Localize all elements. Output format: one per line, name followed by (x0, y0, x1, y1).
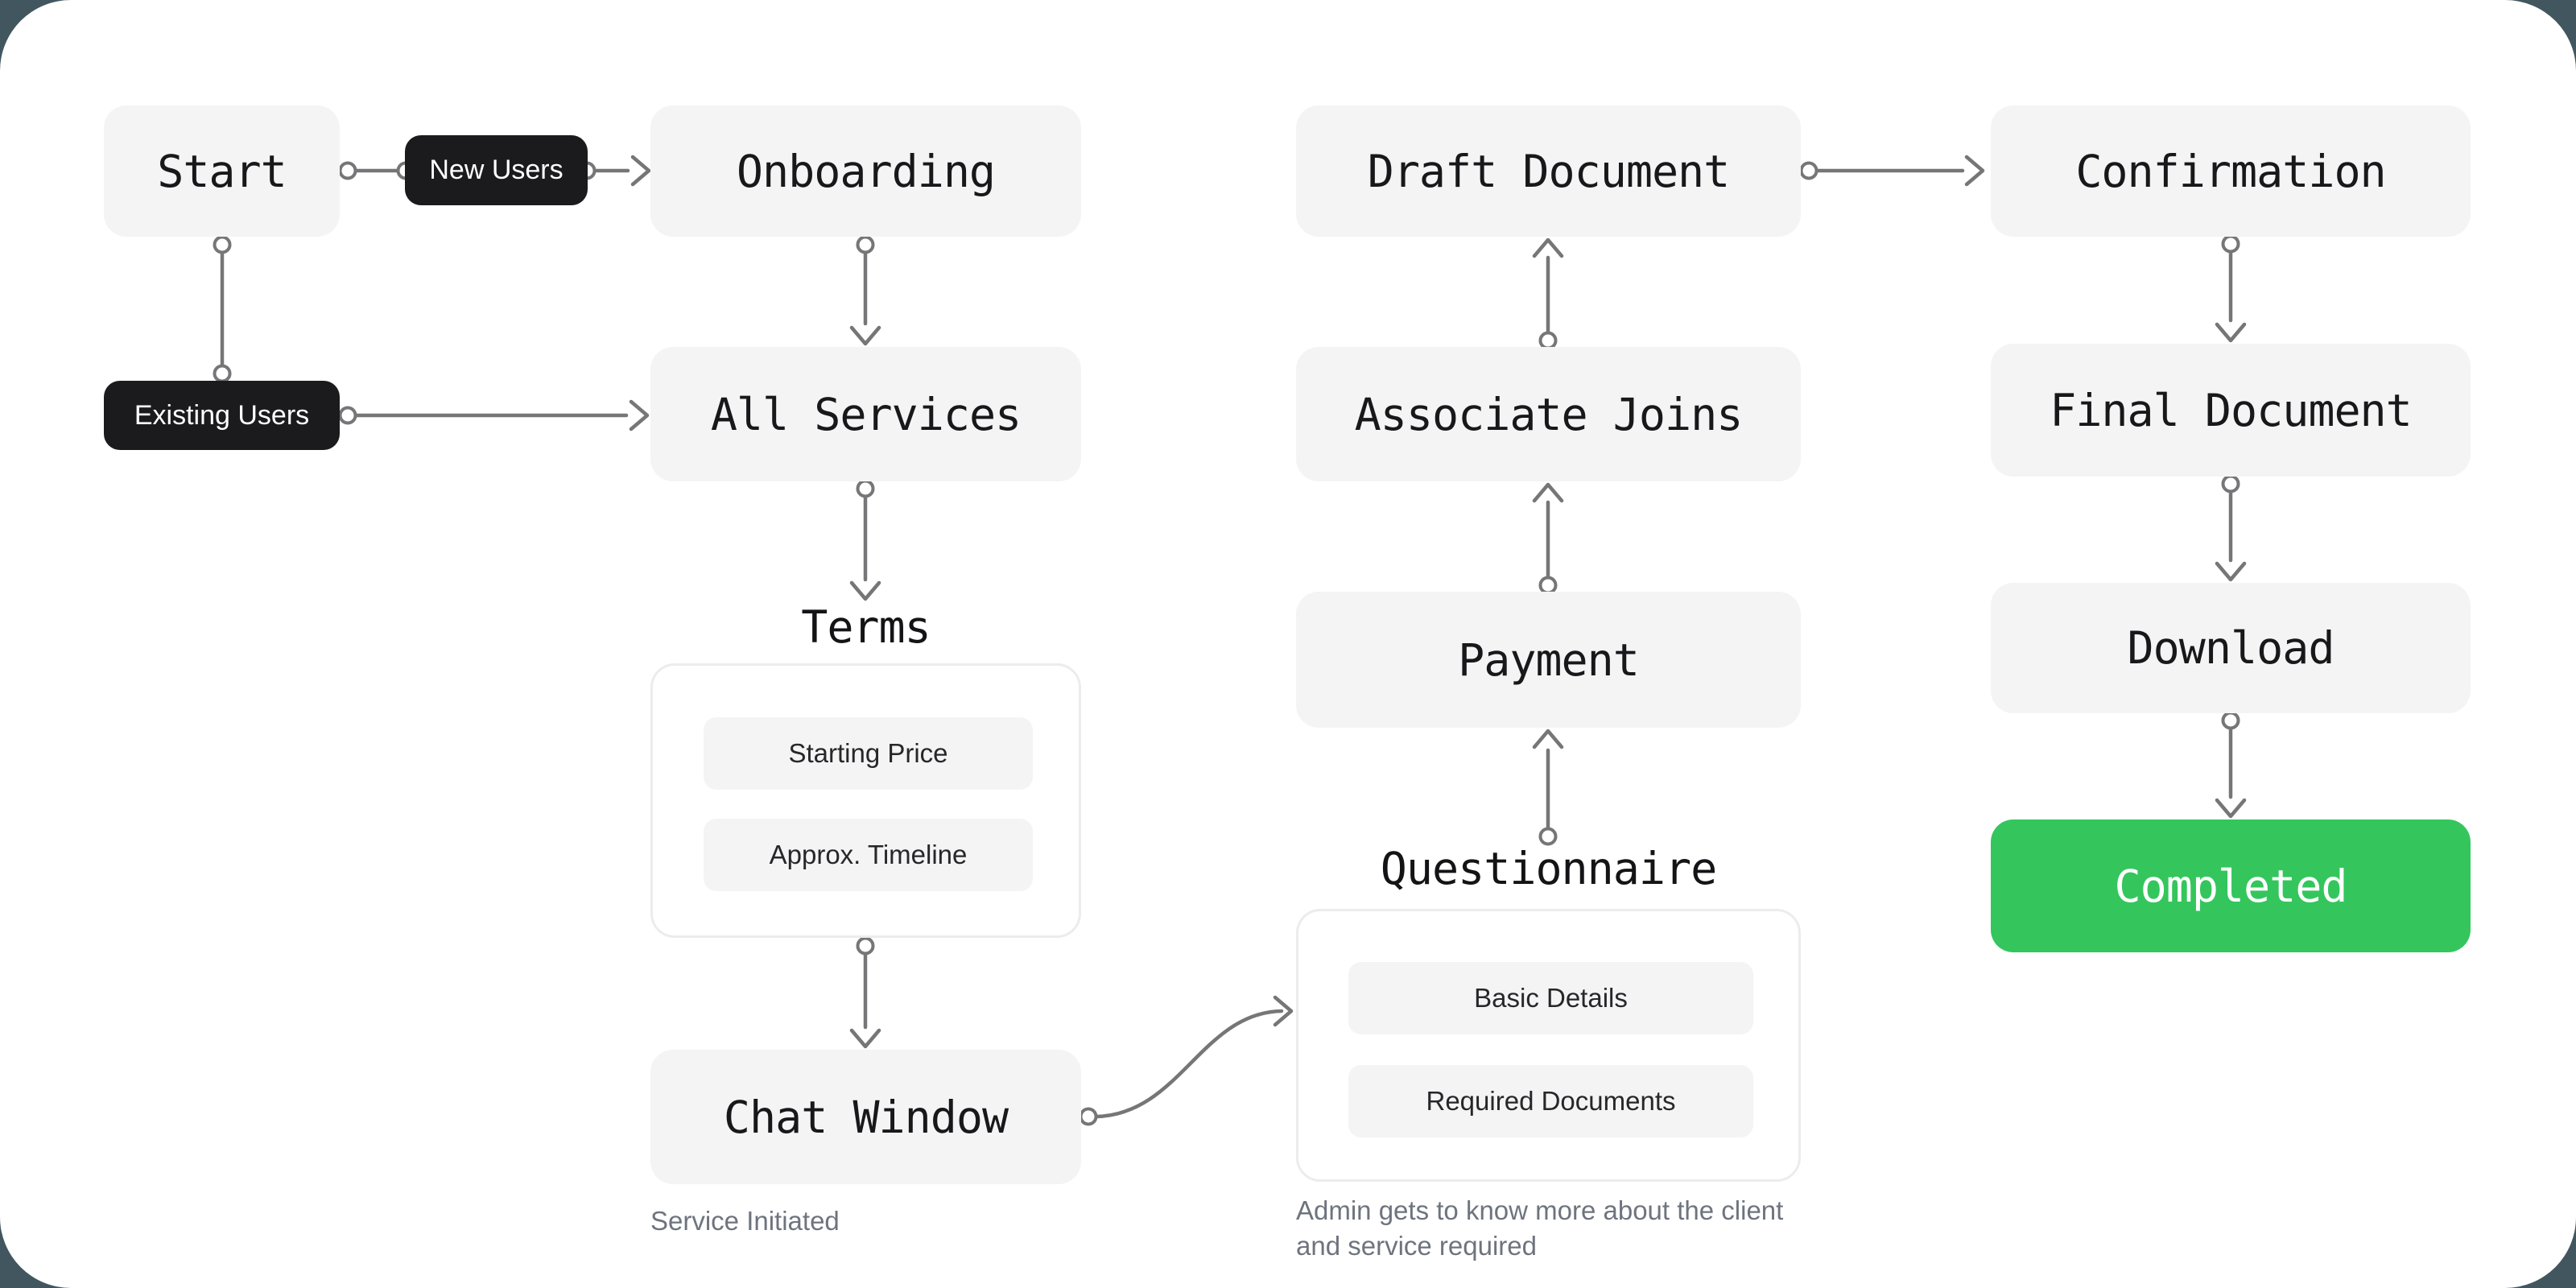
node-final-document-label: Final Document (2050, 384, 2413, 436)
node-onboarding[interactable]: Onboarding (650, 105, 1081, 237)
node-associate-joins-label: Associate Joins (1354, 388, 1744, 440)
connection-handle[interactable] (1538, 331, 1558, 350)
edge-download-completed (2215, 711, 2247, 819)
edge-confirmation-final-document (2215, 234, 2247, 343)
node-download[interactable]: Download (1991, 583, 2471, 713)
node-all-services[interactable]: All Services (650, 347, 1081, 481)
node-download-label: Download (2127, 622, 2335, 674)
connection-handle[interactable] (1799, 161, 1818, 180)
edge-draft-document-confirmation (1799, 155, 1985, 187)
connection-handle[interactable] (2221, 234, 2240, 254)
edge-chat-window-questionnaire (1079, 995, 1294, 1126)
node-terms-title: Terms (650, 601, 1081, 654)
edge-all-services-terms (849, 479, 881, 601)
node-draft-document-label: Draft Document (1367, 145, 1731, 197)
approx-timeline-text: Approx. Timeline (769, 840, 968, 869)
node-chat-window[interactable]: Chat Window (650, 1050, 1081, 1184)
node-onboarding-label: Onboarding (736, 145, 996, 197)
caption-questionnaire: Admin gets to know more about the client… (1296, 1193, 1827, 1264)
connection-handle[interactable] (213, 235, 232, 254)
edge-label-new-users[interactable]: New Users (405, 135, 588, 205)
edge-label-new-users-text: New Users (429, 155, 564, 185)
connection-handle[interactable] (2221, 474, 2240, 493)
questionnaire-item-required-documents: Required Documents (1348, 1065, 1753, 1137)
node-final-document[interactable]: Final Document (1991, 344, 2471, 477)
questionnaire-caption-line2: and service required (1296, 1231, 1537, 1261)
node-questionnaire-title: Questionnaire (1296, 842, 1801, 895)
node-all-services-label: All Services (710, 388, 1022, 440)
node-confirmation[interactable]: Confirmation (1991, 105, 2471, 237)
node-payment-label: Payment (1458, 634, 1640, 686)
connection-handle[interactable] (856, 479, 875, 498)
starting-price-text: Starting Price (788, 738, 948, 768)
edge-questionnaire-payment (1532, 729, 1564, 846)
edge-existing-users-all-services (338, 399, 650, 431)
basic-details-text: Basic Details (1474, 983, 1628, 1013)
edge-associate-joins-draft-document (1532, 237, 1564, 350)
connection-handle[interactable] (856, 936, 875, 956)
required-documents-text: Required Documents (1426, 1086, 1676, 1116)
connection-handle[interactable] (1538, 827, 1558, 846)
questionnaire-title-text: Questionnaire (1380, 843, 1717, 894)
connection-handle[interactable] (213, 364, 232, 383)
connection-handle[interactable] (338, 161, 357, 180)
edge-final-document-download (2215, 474, 2247, 582)
terms-title-text: Terms (801, 601, 931, 653)
connection-handle[interactable] (856, 235, 875, 254)
node-payment[interactable]: Payment (1296, 592, 1801, 728)
caption-service-initiated: Service Initiated (650, 1203, 1133, 1239)
node-draft-document[interactable]: Draft Document (1296, 105, 1801, 237)
edge-label-existing-users[interactable]: Existing Users (104, 381, 340, 450)
connection-handle[interactable] (2221, 711, 2240, 730)
node-confirmation-label: Confirmation (2075, 145, 2386, 197)
edge-onboarding-all-services (849, 235, 881, 346)
edge-label-existing-users-text: Existing Users (134, 399, 310, 431)
node-completed[interactable]: Completed (1991, 819, 2471, 952)
terms-item-starting-price: Starting Price (704, 717, 1033, 790)
node-start-label: Start (157, 145, 287, 197)
node-associate-joins[interactable]: Associate Joins (1296, 347, 1801, 481)
node-questionnaire-group[interactable]: Basic Details Required Documents (1296, 909, 1801, 1182)
connection-handle[interactable] (338, 406, 357, 425)
node-terms-group[interactable]: Starting Price Approx. Timeline (650, 663, 1081, 938)
node-completed-label: Completed (2114, 860, 2347, 912)
service-initiated-text: Service Initiated (650, 1206, 840, 1236)
node-start[interactable]: Start (104, 105, 340, 237)
edge-payment-associate-joins (1532, 482, 1564, 595)
connection-handle[interactable] (1079, 1107, 1098, 1126)
node-chat-window-label: Chat Window (723, 1091, 1009, 1143)
connection-handle[interactable] (1538, 576, 1558, 595)
terms-item-approx-timeline: Approx. Timeline (704, 819, 1033, 891)
edge-start-existing-users (213, 235, 232, 383)
questionnaire-caption-line1: Admin gets to know more about the client (1296, 1195, 1784, 1225)
questionnaire-item-basic-details: Basic Details (1348, 962, 1753, 1034)
edge-terms-chat-window (849, 936, 881, 1049)
